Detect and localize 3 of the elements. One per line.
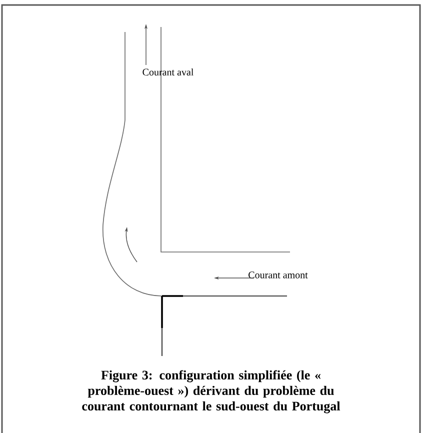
flow-label: Courant amont: [248, 272, 308, 278]
figure-caption: Figure 3: configuration simplifiée (le « problème-ouest ») dérivant du problème du courant contournant le sud-ouest du Portugal: [82, 370, 340, 414]
flow-label: Courant aval: [142, 68, 194, 76]
